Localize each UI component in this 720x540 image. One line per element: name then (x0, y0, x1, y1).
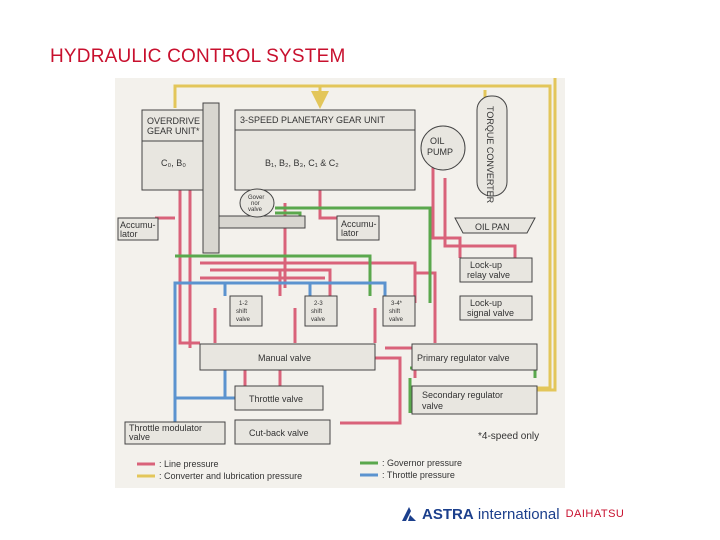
throttle-modulator-label-2: valve (129, 432, 150, 442)
cutback-valve-label: Cut-back valve (249, 428, 309, 438)
shaft-extension (218, 215, 306, 229)
throttle-modulator-valve: Throttle modulator valve (124, 421, 226, 445)
oil-pump-label-1: OIL (430, 136, 445, 146)
shift12-label-2: shift (236, 309, 247, 315)
throttle-pressure-lines (173, 281, 387, 423)
accumulator-left: Accumu- lator (117, 217, 159, 241)
accumulator-left-label-1: Accumu- (120, 220, 156, 230)
governor-valve: Gover nor valve (239, 188, 275, 218)
lockup-relay-valve: Lock-up relay valve (459, 257, 533, 283)
primary-regulator-label: Primary regulator valve (417, 353, 510, 363)
cutback-valve: Cut-back valve (234, 419, 331, 445)
overdrive-label-1: OVERDRIVE (147, 116, 200, 126)
accumulator-right-label-1: Accumu- (341, 219, 377, 229)
lockup-signal-label-2: signal valve (467, 308, 514, 318)
shift23-label-2: shift (311, 309, 322, 315)
governor-label-1: Gover (248, 195, 264, 201)
legend-governor-pressure: : Governor pressure (382, 458, 462, 468)
lockup-signal-valve: Lock-up signal valve (459, 295, 533, 321)
torque-converter: TORQUE CONVERTER (476, 95, 508, 204)
throttle-valve: Throttle valve (234, 385, 324, 411)
shift12-label-3: valve (236, 317, 251, 323)
secondary-regulator-label-2: valve (422, 401, 443, 411)
throttle-modulator-label-1: Throttle modulator (129, 423, 202, 433)
converter-lubrication-lines (173, 78, 557, 392)
secondary-regulator-valve: Secondary regulator valve (411, 385, 538, 415)
shift23-label-3: valve (311, 317, 326, 323)
primary-regulator-valve: Primary regulator valve (411, 343, 538, 371)
manual-valve: Manual valve (199, 343, 376, 371)
governor-label-3: valve (248, 207, 263, 213)
accumulator-left-label-2: lator (120, 229, 138, 239)
overdrive-sub: C₀, B₀ (161, 158, 186, 168)
shift-valve-3-4: 3-4* shift valve (382, 295, 416, 327)
torque-converter-label: TORQUE CONVERTER (485, 106, 495, 204)
legend-throttle-pressure: : Throttle pressure (382, 470, 455, 480)
accumulator-right-label-2: lator (341, 228, 359, 238)
accumulator-right: Accumu- lator (336, 215, 380, 241)
overdrive-label-2: GEAR UNIT* (147, 126, 200, 136)
logo-partner: DAIHATSU (565, 508, 625, 520)
hydraulic-diagram-svg: OVERDRIVE GEAR UNIT* C₀, B₀ 3-SPEED PLAN… (117, 78, 557, 481)
lockup-signal-label-1: Lock-up (470, 298, 502, 308)
logo-brand-thin: international (473, 505, 560, 523)
governor-label-2: nor (251, 201, 260, 207)
lockup-relay-label-1: Lock-up (470, 260, 502, 270)
logo-brand-bold: ASTRA (422, 505, 474, 523)
oil-pump-label-2: PUMP (427, 147, 453, 157)
secondary-regulator-label-1: Secondary regulator (422, 390, 503, 400)
manual-valve-label: Manual valve (258, 353, 311, 363)
output-shaft (202, 102, 220, 254)
oil-pan-label: OIL PAN (475, 222, 510, 232)
lockup-relay-label-2: relay valve (467, 270, 510, 280)
shift-valve-2-3: 2-3 shift valve (304, 295, 338, 327)
logo-brand: ASTRA international (422, 506, 560, 523)
throttle-valve-label: Throttle valve (249, 394, 303, 404)
shift34-label-1: 3-4* (391, 301, 403, 307)
company-logo: ASTRA international DAIHATSU (400, 503, 624, 525)
shift34-label-2: shift (389, 309, 400, 315)
legend-line-pressure: : Line pressure (159, 459, 219, 469)
oil-pump: OIL PUMP (420, 125, 466, 171)
page-title: HYDRAULIC CONTROL SYSTEM (50, 46, 346, 67)
planetary-gear-unit: 3-SPEED PLANETARY GEAR UNIT B₁, B₂, B₃, … (234, 109, 416, 191)
shift34-label-3: valve (389, 317, 404, 323)
planetary-sub: B₁, B₂, B₃, C₁ & C₂ (265, 158, 339, 168)
footnote: *4-speed only (478, 431, 540, 442)
shift12-label-1: 1-2 (239, 301, 248, 307)
hydraulic-diagram: OVERDRIVE GEAR UNIT* C₀, B₀ 3-SPEED PLAN… (115, 78, 565, 488)
oil-pan: OIL PAN (454, 217, 536, 234)
shift23-label-1: 2-3 (314, 301, 323, 307)
astra-logo-icon (402, 507, 416, 521)
legend: : Line pressure : Converter and lubricat… (137, 458, 462, 481)
planetary-label: 3-SPEED PLANETARY GEAR UNIT (240, 115, 386, 125)
legend-converter-lubrication: : Converter and lubrication pressure (159, 471, 302, 481)
overdrive-gear-unit: OVERDRIVE GEAR UNIT* C₀, B₀ (141, 109, 213, 191)
shift-valve-1-2: 1-2 shift valve (229, 295, 263, 327)
